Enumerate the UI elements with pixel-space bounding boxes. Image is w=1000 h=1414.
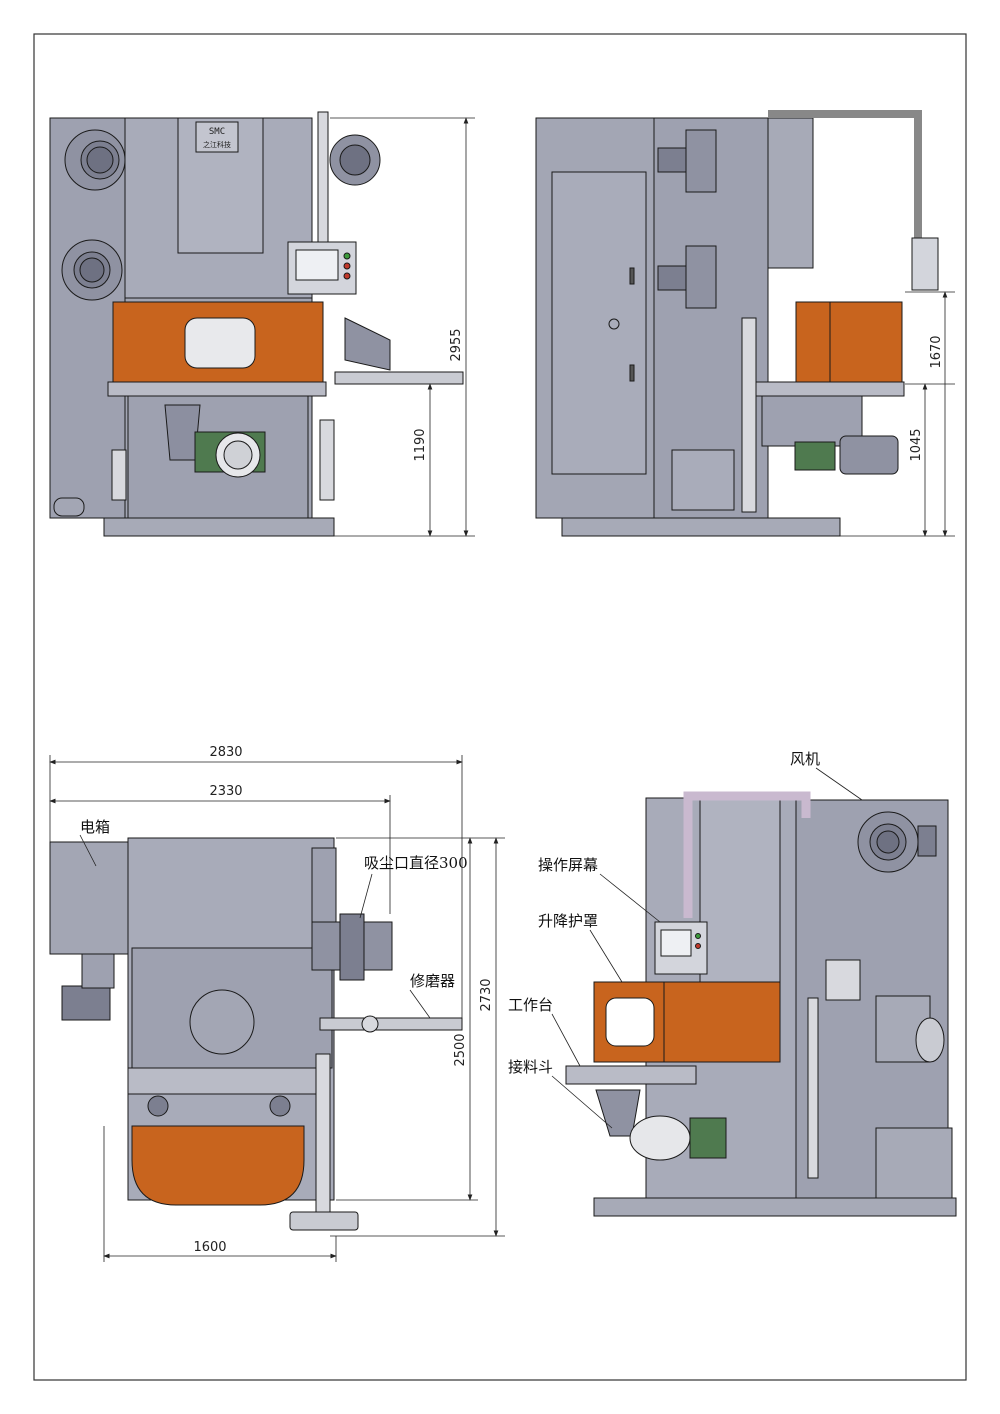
front-worktable: [107, 381, 327, 397]
side-fan-icon: [685, 129, 717, 193]
side-view: [535, 110, 939, 537]
side-fan-icon-2: [685, 245, 717, 309]
front-logo-plate: [195, 121, 239, 153]
iso-base-plate: [593, 1197, 957, 1217]
iso-electrical-panel: [875, 1127, 953, 1199]
top-dresser-arm: [319, 1017, 463, 1031]
side-dimensions: [840, 291, 955, 537]
front-dim-1190: 1190: [413, 428, 428, 461]
front-base-plate: [103, 517, 335, 537]
iso-label-fan: 风机: [790, 750, 820, 768]
iso-screen-pipe: [683, 791, 811, 918]
side-lift-cover: [795, 301, 903, 383]
iso-view: [565, 791, 957, 1217]
front-dust-duct: [344, 317, 391, 371]
iso-leaders: [551, 767, 863, 1129]
top-dim-2830: 2830: [209, 745, 242, 760]
top-dim-1600: 1600: [193, 1240, 226, 1255]
side-access-panel: [671, 449, 735, 511]
top-dim-2330: 2330: [209, 784, 242, 799]
front-brand: SMC: [209, 127, 225, 137]
top-dim-2730: 2730: [479, 978, 494, 1011]
top-label-dust-port: 吸尘口直径300: [364, 854, 468, 872]
side-base-plate: [561, 517, 841, 537]
front-dim-2955: 2955: [449, 328, 464, 361]
top-worktable: [127, 1067, 327, 1095]
front-brand-sub: 之江科技: [203, 140, 231, 149]
top-hopper: [131, 1125, 305, 1206]
side-screen-pipe: [768, 110, 922, 240]
iso-worktable: [565, 1065, 697, 1085]
front-view: SMC 之江科技: [49, 111, 464, 537]
iso-motor: [629, 1115, 691, 1161]
iso-label-worktable: 工作台: [508, 996, 553, 1014]
iso-label-hopper: 接料斗: [508, 1058, 553, 1076]
iso-label-screen: 操作屏幕: [538, 856, 598, 874]
top-label-dresser: 修磨器: [410, 972, 455, 990]
iso-label-lift-cover: 升降护罩: [538, 912, 598, 930]
side-worktable: [753, 381, 905, 397]
top-view: [49, 837, 463, 1231]
side-operator-screen: [911, 237, 939, 291]
top-dimensions: [49, 755, 505, 1262]
side-dim-1045: 1045: [909, 428, 924, 461]
top-label-electric-box: 电箱: [80, 818, 110, 836]
top-grinding-head: [189, 989, 255, 1055]
top-column: [315, 1053, 331, 1225]
side-motor: [794, 441, 836, 471]
top-foot: [289, 1211, 359, 1231]
side-dim-1670: 1670: [929, 335, 944, 368]
sheet-border: [33, 33, 967, 1381]
front-dimensions: [330, 117, 475, 537]
top-electric-box: [49, 841, 133, 955]
side-cabinet-door: [551, 171, 647, 475]
front-column-post: [317, 111, 329, 243]
top-dim-2500: 2500: [453, 1033, 468, 1066]
front-dresser-arm: [334, 371, 464, 385]
